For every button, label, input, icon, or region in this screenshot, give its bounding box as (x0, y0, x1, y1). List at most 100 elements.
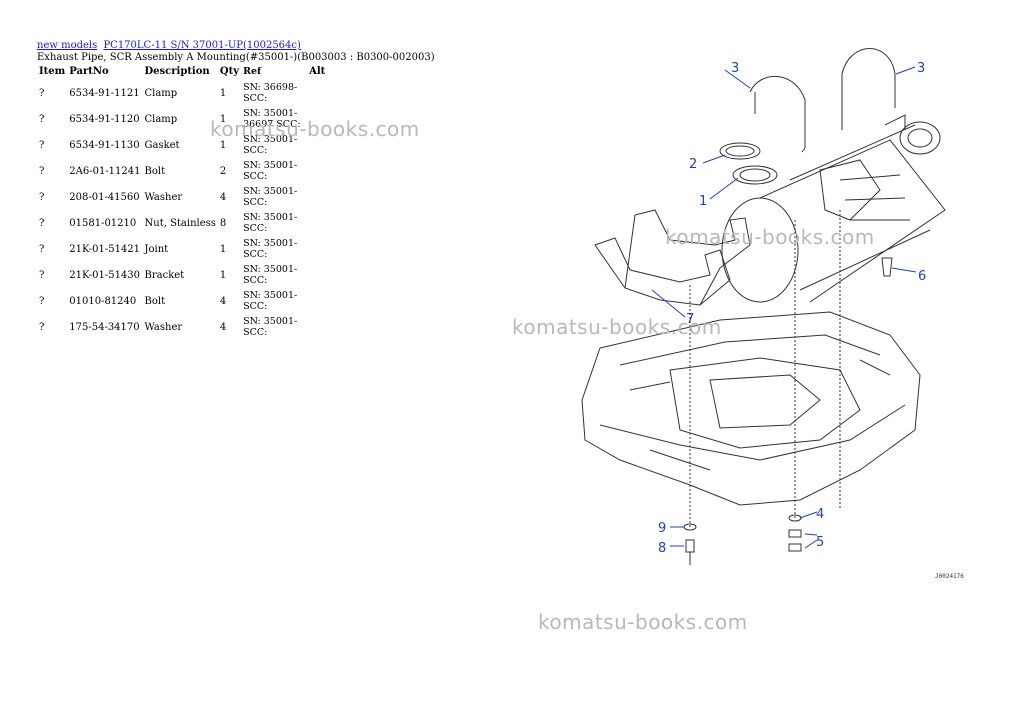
cell-ref: SN: 35001-SCC: (243, 238, 298, 260)
scr-assembly (721, 114, 946, 303)
column-header-partno: PartNo (69, 66, 109, 77)
callout-3-right: 3 (917, 61, 925, 76)
cell-description: Nut, Stainless (144, 217, 216, 229)
table-header-row: Item PartNo Description Qty Ref Alt (37, 66, 331, 80)
cell-description: Clamp (144, 113, 178, 125)
table-row: ? 21K-01-51421 Joint 1 SN: 35001-SCC: (37, 236, 331, 262)
cell-item: ? (39, 321, 45, 333)
column-header-alt: Alt (309, 66, 326, 77)
cell-alt (307, 288, 331, 314)
cell-item: ? (39, 191, 45, 203)
parts-diagram: 3 3 2 1 6 7 4 5 9 8 (581, 48, 946, 565)
cell-partno: 6534-91-1120 (69, 113, 140, 125)
cell-description: Washer (144, 321, 183, 333)
breadcrumb-link-new-models[interactable]: new models (37, 40, 98, 51)
table-row: ? 6534-91-1121 Clamp 1 SN: 36698-SCC: (37, 80, 331, 106)
cell-ref: SN: 35001-SCC: (243, 290, 298, 312)
cell-qty: 2 (219, 165, 227, 177)
cell-qty: 1 (219, 269, 227, 281)
clamp-ring (732, 165, 778, 185)
callout-8: 8 (658, 541, 666, 556)
cell-qty: 1 (219, 139, 227, 151)
cell-alt (307, 236, 331, 262)
page-title: Exhaust Pipe, SCR Assembly A Mounting(#3… (37, 52, 435, 63)
table-row: ? 2A6-01-11241 Bolt 2 SN: 35001-SCC: (37, 158, 331, 184)
table-row: ? 21K-01-51430 Bracket 1 SN: 35001-SCC: (37, 262, 331, 288)
cell-qty: 8 (219, 217, 227, 229)
nut-5 (788, 529, 802, 552)
column-header-ref: Ref (243, 66, 262, 77)
cell-ref: SN: 35001-SCC: (243, 134, 298, 156)
cell-alt (307, 80, 331, 106)
table-row: ? 01581-01210 Nut, Stainless 8 SN: 35001… (37, 210, 331, 236)
cell-description: Bolt (144, 295, 166, 307)
clamp-left (749, 76, 806, 153)
table-row: ? 01010-81240 Bolt 4 SN: 35001-SCC: (37, 288, 331, 314)
parts-table: Item PartNo Description Qty Ref Alt ? 65… (37, 66, 331, 340)
cell-alt (307, 184, 331, 210)
cell-qty: 4 (219, 295, 227, 307)
cell-qty: 4 (219, 191, 227, 203)
breadcrumb-link-model[interactable]: PC170LC-11 S/N 37001-UP(1002564c) (103, 40, 301, 51)
cell-alt (307, 158, 331, 184)
figure-code: J0024176 (935, 573, 964, 580)
breadcrumb: new models PC170LC-11 S/N 37001-UP(10025… (37, 40, 304, 52)
cell-ref: SN: 36698-SCC: (243, 82, 298, 104)
cell-partno: 6534-91-1130 (69, 139, 140, 151)
cell-item: ? (39, 113, 45, 125)
cell-alt (307, 132, 331, 158)
cell-ref: SN: 35001-SCC: (243, 160, 298, 182)
table-row: ? 175-54-34170 Washer 4 SN: 35001-SCC: (37, 314, 331, 340)
column-header-item: Item (39, 66, 66, 77)
cell-ref: SN: 35001-SCC: (243, 212, 298, 234)
cell-partno: 208-01-41560 (69, 191, 140, 203)
callout-2: 2 (689, 157, 697, 172)
cell-description: Bolt (144, 165, 166, 177)
cell-ref: SN: 35001-36697 SCC: (243, 108, 301, 130)
callout-1: 1 (699, 194, 707, 209)
cell-item: ? (39, 243, 45, 255)
table-row: ? 208-01-41560 Washer 4 SN: 35001-SCC: (37, 184, 331, 210)
cell-partno: 6534-91-1121 (69, 87, 140, 99)
bolt-8 (685, 539, 695, 565)
column-header-qty: Qty (219, 66, 240, 77)
cell-ref: SN: 35001-SCC: (243, 316, 298, 338)
cell-ref: SN: 35001-SCC: (243, 186, 298, 208)
cell-description: Washer (144, 191, 183, 203)
callout-3-left: 3 (731, 61, 739, 76)
joint (881, 257, 893, 277)
cell-description: Clamp (144, 87, 178, 99)
cell-description: Joint (144, 243, 169, 255)
under-cover-plate (581, 311, 921, 506)
cell-partno: 01581-01210 (69, 217, 137, 229)
cell-qty: 1 (219, 113, 227, 125)
cell-description: Bracket (144, 269, 185, 281)
cell-qty: 1 (219, 87, 227, 99)
cell-item: ? (39, 139, 45, 151)
gasket (719, 142, 761, 160)
cell-item: ? (39, 165, 45, 177)
cell-partno: 01010-81240 (69, 295, 137, 307)
watermark: komatsu-books.com (538, 610, 748, 634)
callout-9: 9 (658, 521, 666, 536)
cell-partno: 21K-01-51430 (69, 269, 141, 281)
column-header-description: Description (144, 66, 210, 77)
bracket (594, 209, 751, 306)
cell-item: ? (39, 295, 45, 307)
callout-7: 7 (686, 312, 694, 327)
callout-4: 4 (816, 507, 824, 522)
cell-qty: 1 (219, 243, 227, 255)
table-row: ? 6534-91-1130 Gasket 1 SN: 35001-SCC: (37, 132, 331, 158)
cell-alt (307, 262, 331, 288)
cell-item: ? (39, 269, 45, 281)
cell-alt (307, 210, 331, 236)
cell-qty: 4 (219, 321, 227, 333)
cell-item: ? (39, 217, 45, 229)
table-row: ? 6534-91-1120 Clamp 1 SN: 35001-36697 S… (37, 106, 331, 132)
cell-partno: 2A6-01-11241 (69, 165, 141, 177)
clamp-right (841, 48, 896, 130)
cell-ref: SN: 35001-SCC: (243, 264, 298, 286)
callout-5: 5 (816, 535, 824, 550)
cell-partno: 21K-01-51421 (69, 243, 141, 255)
cell-partno: 175-54-34170 (69, 321, 140, 333)
